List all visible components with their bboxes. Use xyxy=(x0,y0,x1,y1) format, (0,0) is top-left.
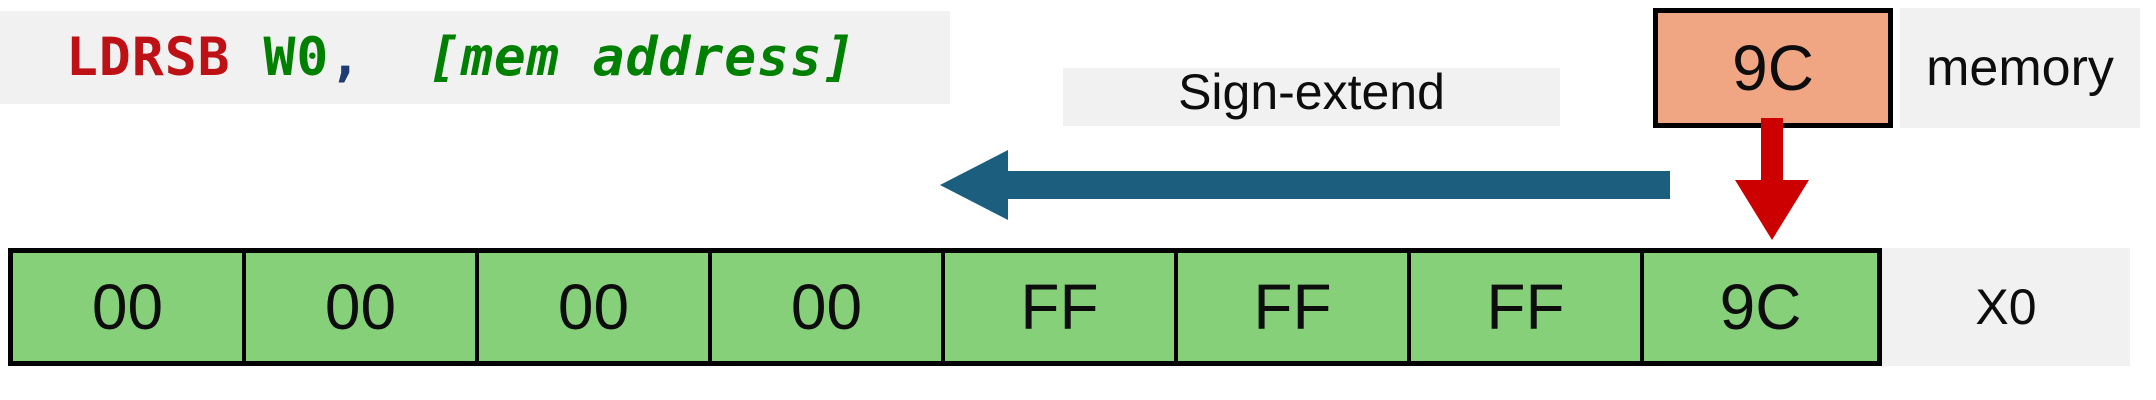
instruction-memory-operand: [mem address] xyxy=(428,27,856,88)
instruction-box: LDRSB W0, [mem address] xyxy=(0,11,950,104)
register-name-text: X0 xyxy=(1975,279,2037,335)
instruction-register-operand: W0 xyxy=(263,27,330,88)
instruction-mnemonic: LDRSB xyxy=(66,27,231,88)
register-byte-value: FF xyxy=(1253,271,1332,343)
register-byte-cell: FF xyxy=(1178,253,1411,361)
register-byte-cell: FF xyxy=(1411,253,1644,361)
register-byte-row: 00 00 00 00 FF FF FF 9C xyxy=(8,248,1882,366)
register-byte-value: FF xyxy=(1020,271,1099,343)
register-byte-value: 00 xyxy=(790,271,863,343)
memory-label-box: memory xyxy=(1900,8,2140,128)
instruction-separator: , xyxy=(329,27,363,88)
sign-extend-label: Sign-extend xyxy=(1178,64,1445,120)
register-byte-value: 00 xyxy=(91,271,164,343)
memory-label-text: memory xyxy=(1926,39,2114,97)
register-name-box: X0 xyxy=(1882,248,2130,366)
register-byte-value: 00 xyxy=(324,271,397,343)
register-byte-cell: 00 xyxy=(246,253,479,361)
memory-byte-box: 9C xyxy=(1653,8,1893,128)
register-byte-value: 00 xyxy=(557,271,630,343)
store-down-arrow-icon xyxy=(1735,118,1809,240)
register-byte-cell: 00 xyxy=(13,253,246,361)
register-byte-cell: FF xyxy=(945,253,1178,361)
memory-byte-value: 9C xyxy=(1732,32,1814,104)
sign-extend-label-background xyxy=(1063,68,1560,126)
register-byte-cell: 00 xyxy=(479,253,712,361)
register-byte-value: FF xyxy=(1486,271,1565,343)
sign-extend-arrow-icon xyxy=(940,150,1670,220)
register-byte-value: 9C xyxy=(1719,271,1802,343)
register-byte-cell: 9C xyxy=(1644,253,1877,361)
instruction-text: LDRSB W0, [mem address] xyxy=(0,31,856,84)
register-byte-cell: 00 xyxy=(712,253,945,361)
